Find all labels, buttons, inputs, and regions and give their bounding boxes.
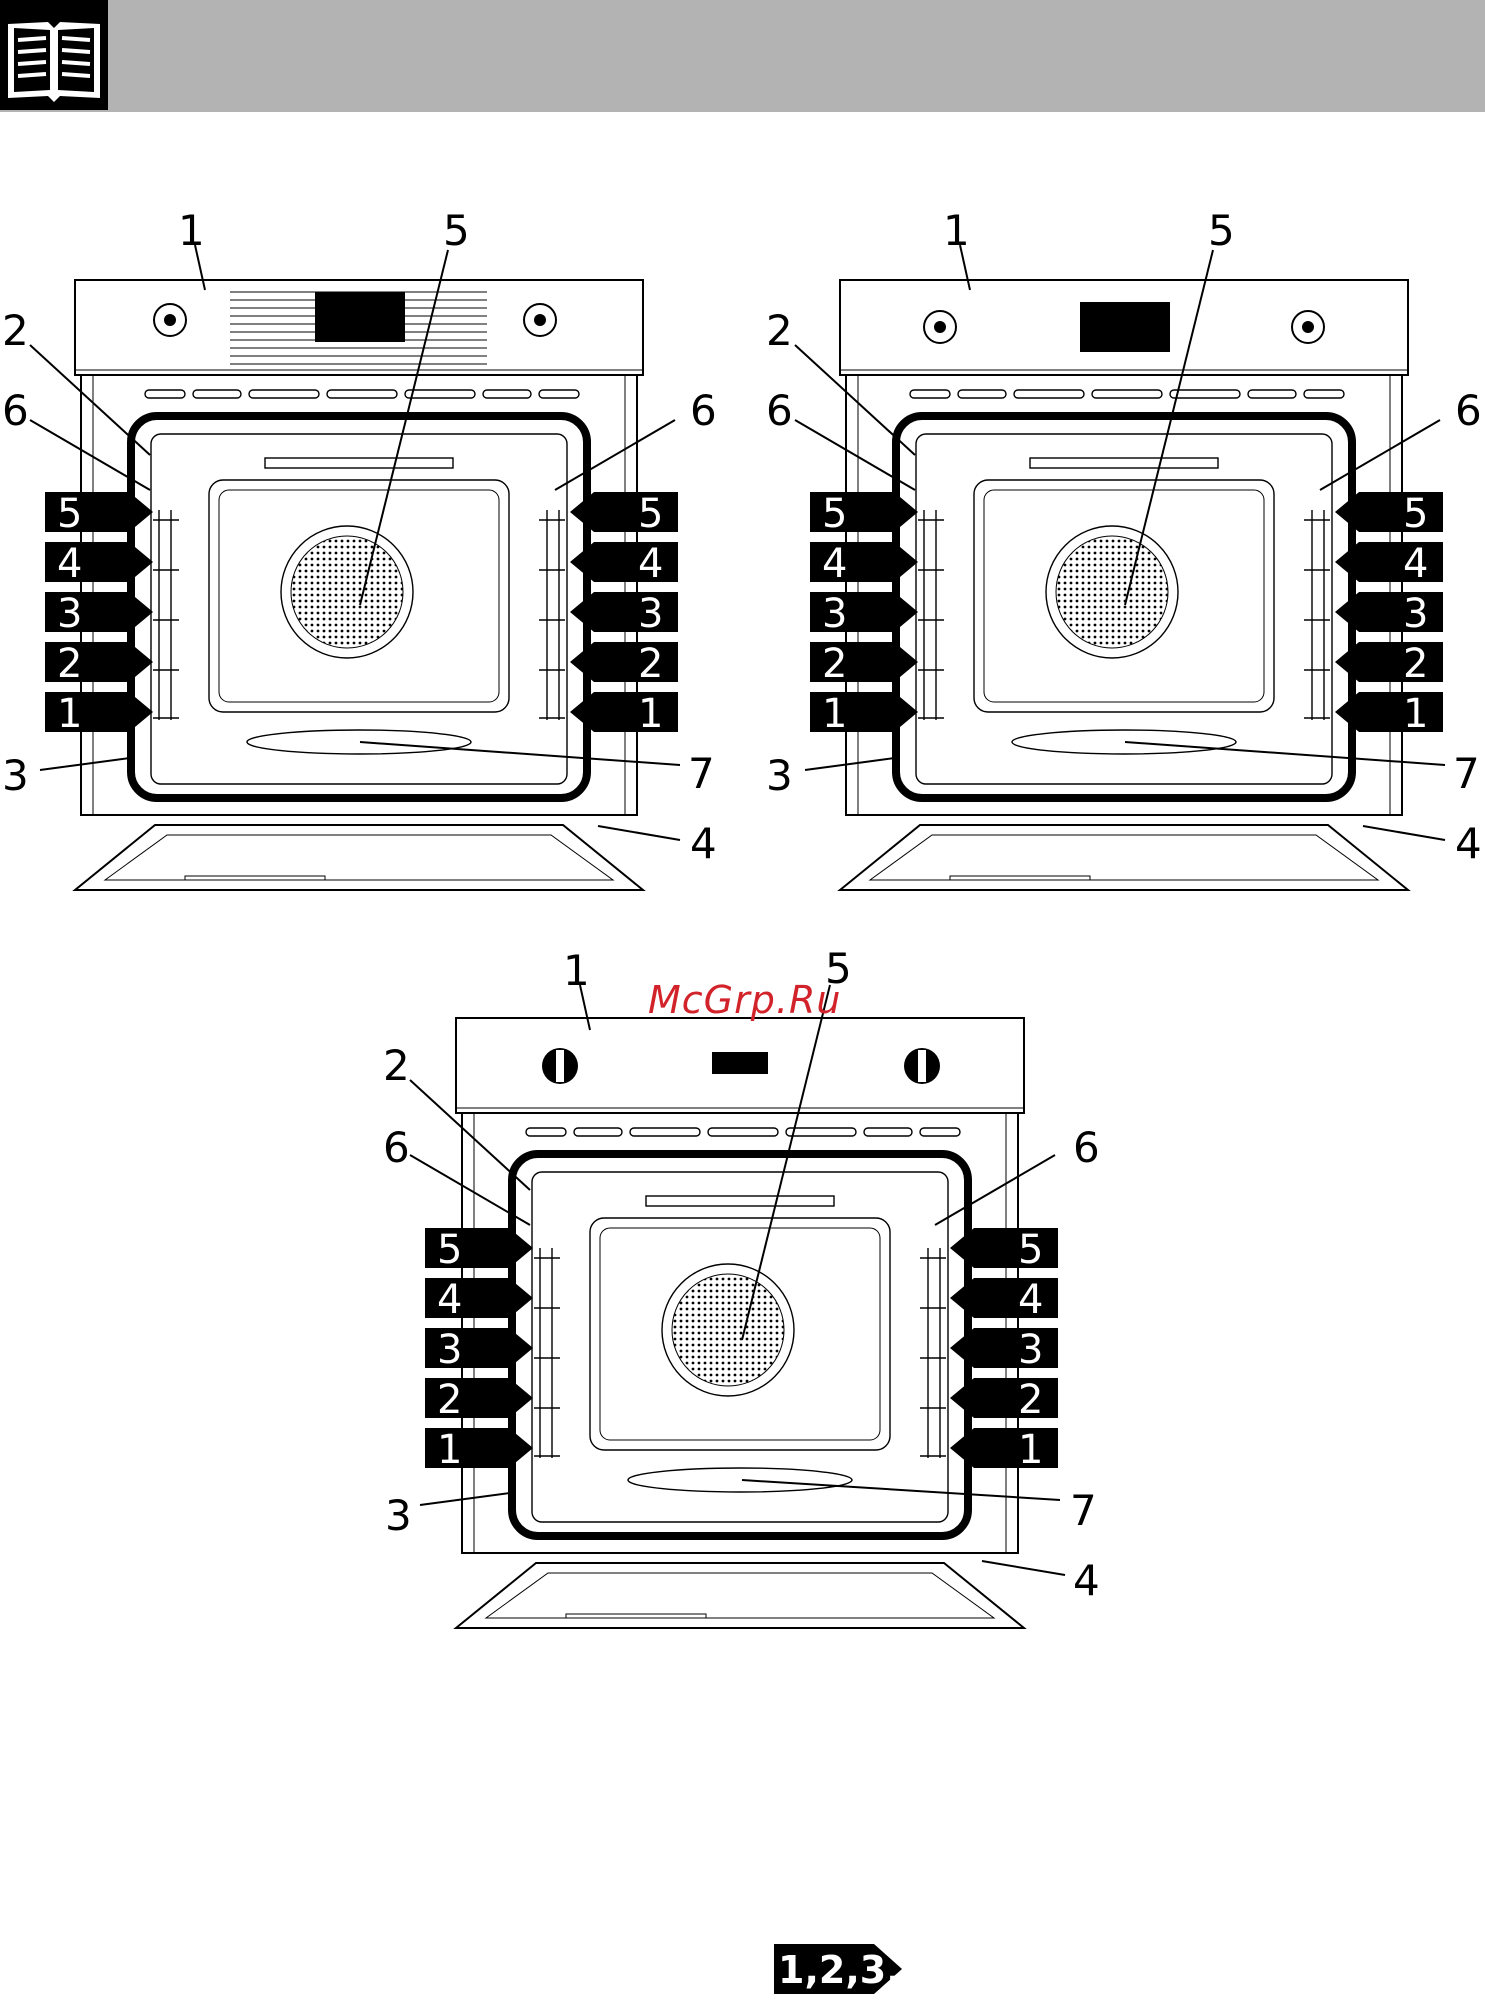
shelf-level-label: 2 xyxy=(822,641,847,687)
callout-seal: 3 xyxy=(2,751,29,800)
shelf-level-label: 3 xyxy=(1403,591,1428,637)
shelf-level-label: 4 xyxy=(1018,1277,1043,1323)
shelf-level-label: 4 xyxy=(57,541,82,587)
shelf-level-label: 5 xyxy=(437,1227,462,1273)
callout-fan: 5 xyxy=(1208,206,1235,255)
shelf-level-label: 1 xyxy=(822,691,847,737)
callout-control-panel: 1 xyxy=(943,206,970,255)
shelf-level-label: 3 xyxy=(638,591,663,637)
shelf-level-label: 1 xyxy=(1403,691,1428,737)
callout-lamp: 2 xyxy=(766,306,793,355)
shelf-level-label: 1 xyxy=(437,1427,462,1473)
shelf-level-label: 4 xyxy=(638,541,663,587)
callout-bottom-element: 7 xyxy=(1453,749,1480,798)
shelf-level-label: 2 xyxy=(1403,641,1428,687)
callout-lamp: 2 xyxy=(2,306,29,355)
shelf-level-label: 5 xyxy=(57,491,82,537)
page-tab-label: 1,2,3... xyxy=(778,1948,930,1992)
shelf-level-label: 5 xyxy=(822,491,847,537)
oven-c xyxy=(456,1018,1024,1628)
callout-door: 4 xyxy=(690,819,717,868)
callout-runners-right: 6 xyxy=(1073,1123,1100,1172)
shelf-level-label: 1 xyxy=(1018,1427,1043,1473)
callout-control-panel: 1 xyxy=(563,946,590,995)
shelf-level-label: 1 xyxy=(638,691,663,737)
shelf-level-label: 5 xyxy=(1018,1227,1043,1273)
watermark: McGrp.Ru xyxy=(648,978,841,1022)
page-tab: 1,2,3... xyxy=(774,1944,904,1994)
shelf-level-label: 3 xyxy=(1018,1327,1043,1373)
callout-runners-right: 6 xyxy=(690,386,717,435)
shelf-level-label: 3 xyxy=(437,1327,462,1373)
shelf-level-label: 2 xyxy=(1018,1377,1043,1423)
callout-runners: 6 xyxy=(2,386,29,435)
callout-door: 4 xyxy=(1455,819,1482,868)
shelf-level-label: 3 xyxy=(57,591,82,637)
shelf-level-label: 2 xyxy=(57,641,82,687)
callout-seal: 3 xyxy=(766,751,793,800)
callout-control-panel: 1 xyxy=(178,206,205,255)
callout-bottom-element: 7 xyxy=(1070,1486,1097,1535)
oven-b xyxy=(840,280,1408,890)
callout-bottom-element: 7 xyxy=(688,749,715,798)
callout-seal: 3 xyxy=(385,1491,412,1540)
shelf-level-label: 4 xyxy=(437,1277,462,1323)
shelf-level-label: 2 xyxy=(437,1377,462,1423)
callout-runners-right: 6 xyxy=(1455,386,1482,435)
shelf-level-label: 1 xyxy=(57,691,82,737)
callout-fan: 5 xyxy=(443,206,470,255)
shelf-level-label: 2 xyxy=(638,641,663,687)
callout-runners: 6 xyxy=(766,386,793,435)
oven-a xyxy=(75,280,643,890)
shelf-level-label: 5 xyxy=(1403,491,1428,537)
callout-door: 4 xyxy=(1073,1556,1100,1605)
shelf-level-label: 4 xyxy=(1403,541,1428,587)
callout-runners: 6 xyxy=(383,1123,410,1172)
callout-lamp: 2 xyxy=(383,1041,410,1090)
shelf-level-label: 4 xyxy=(822,541,847,587)
shelf-level-label: 3 xyxy=(822,591,847,637)
shelf-level-label: 5 xyxy=(638,491,663,537)
